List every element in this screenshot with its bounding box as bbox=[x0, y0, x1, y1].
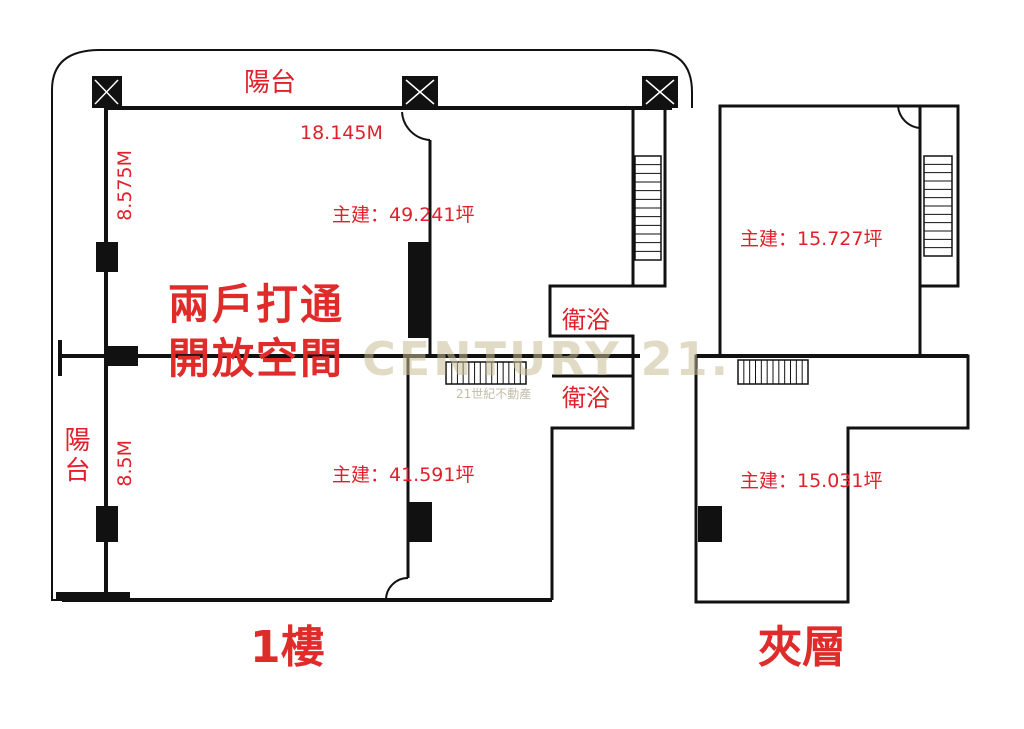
mezzanine-title: 夾層 bbox=[758, 622, 846, 673]
column bbox=[56, 592, 130, 600]
watermark-brand: CENTURY 21. bbox=[362, 332, 732, 386]
door-arc-upper bbox=[401, 111, 431, 141]
column bbox=[408, 242, 430, 338]
balcony-left-label: 陽台 bbox=[60, 426, 90, 486]
watermark-sub: 21世紀不動產 bbox=[456, 387, 532, 401]
bath-upper-label: 衛浴 bbox=[562, 306, 610, 334]
area-upper-1f: 主建：49.241坪 bbox=[332, 204, 475, 226]
floor1-title: 1樓 bbox=[250, 622, 325, 673]
balcony-top-label: 陽台 bbox=[244, 68, 297, 98]
column bbox=[408, 502, 432, 542]
right-wall-lower bbox=[550, 356, 635, 600]
mezz-door-arc bbox=[897, 105, 921, 129]
area-lower-1f: 主建：41.591坪 bbox=[332, 464, 475, 486]
right-wall-upper bbox=[548, 108, 635, 356]
column bbox=[698, 506, 722, 542]
area-lower-mezz: 主建：15.031坪 bbox=[740, 470, 883, 492]
column bbox=[96, 506, 118, 542]
note-line-2: 開放空間 bbox=[168, 334, 345, 383]
width-dimension: 18.145M bbox=[300, 122, 383, 144]
column bbox=[96, 242, 118, 272]
dim-lower-label: 8.5M bbox=[114, 440, 136, 487]
note-line-1: 兩戶打通 bbox=[168, 280, 345, 329]
balcony-outline bbox=[51, 49, 693, 601]
bath-lower-label: 衛浴 bbox=[562, 384, 610, 412]
door-arc-lower bbox=[385, 577, 409, 601]
area-upper-mezz: 主建：15.727坪 bbox=[740, 228, 883, 250]
dim-upper-label: 8.575M bbox=[114, 150, 136, 221]
